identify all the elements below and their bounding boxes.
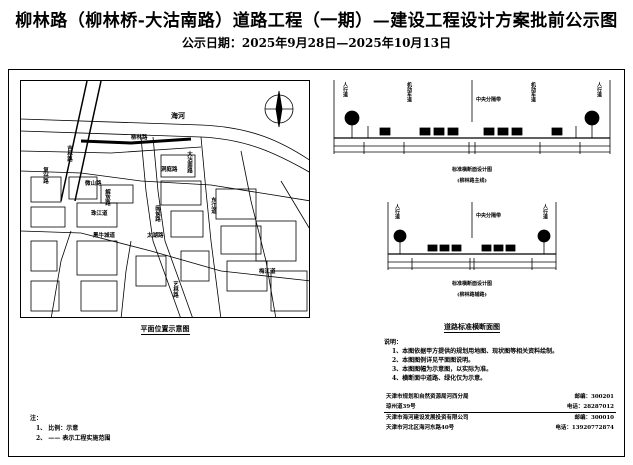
- legend-item: 2、 —— 表示工程实施范围: [36, 435, 111, 442]
- map-label-road-9: 闽侯路: [154, 205, 160, 222]
- contact-row: 天津市河北区海河东路40号 电话：13920772874: [384, 423, 616, 433]
- sec2-title: 标准横断面设计图: [451, 281, 492, 287]
- sec2-label-sidewalk-left: 人行道: [394, 204, 400, 219]
- map-label-road-8: 洞庭路: [161, 167, 178, 173]
- contact-code: 300201: [591, 394, 614, 400]
- sec1-label-median: 中央分隔带: [476, 97, 502, 103]
- contact-address: 天津市河北区海河东路40号: [386, 425, 455, 431]
- sec2-label-sidewalk-right: 人行道: [542, 204, 548, 219]
- page-title: 柳林路（柳林桥-大沽南路）道路工程（一期）—建设工程设计方案批前公示图: [15, 11, 618, 31]
- map-label-river: 海河: [171, 111, 185, 120]
- cross-section-main-drawing: [333, 80, 611, 154]
- cross-section-aux: 人行道 中央分隔带 人行道 标准横断面设计图 (柳林路辅路): [382, 198, 562, 308]
- legend-block: 注： 1、 比例：示意 2、 —— 表示工程实施范围: [30, 414, 330, 444]
- note-item: 1、本图依据甲方提供的规划用地图、现状图等相关资料绘制。: [392, 348, 559, 355]
- map-label-road-10: 东江道: [210, 197, 216, 214]
- sec1-label-sidewalk-right: 人行道: [596, 82, 602, 97]
- map-label-road-3: 大沽南路: [186, 151, 192, 173]
- map-label-road-13: 艺林路: [172, 281, 178, 298]
- sec1-label-sidewalk-left: 人行道: [342, 82, 348, 97]
- legend-item: 1、 比例：示意: [36, 425, 79, 432]
- location-map-drawing: [21, 81, 309, 317]
- contact-org: 天津市规划和自然资源局河西分局: [386, 394, 469, 400]
- contact-row: 天津市规划和自然资源局河西分局 邮编：300201: [384, 392, 616, 402]
- contact-table: 天津市规划和自然资源局河西分局 邮编：300201 琼州道39号 电话：2828…: [384, 392, 616, 433]
- section-caption-wrap: 道路标准横断面图: [382, 322, 562, 333]
- contact-row: 琼州道39号 电话：28287012: [384, 402, 616, 413]
- contact-code: 300010: [591, 415, 614, 421]
- map-caption: 平面位置示意图: [140, 324, 190, 335]
- contact-address: 琼州道39号: [386, 404, 416, 410]
- map-label-road-2: 复兴路: [42, 167, 48, 184]
- contact-tel-label: 电话：: [566, 404, 584, 410]
- location-map: 海河 柳林路 吉林路 复兴路 大沽南路 微山路 解放路 珠江道 黑牛城道 洞庭路…: [20, 80, 310, 318]
- section-caption: 道路标准横断面图: [444, 322, 500, 333]
- publicity-date: 公示日期：2025年9月28日—2025年10月13日: [181, 36, 452, 50]
- map-label-road-6: 珠江道: [91, 211, 108, 217]
- contact-tel: 28287012: [583, 404, 614, 410]
- sec1-subtitle: (柳林路主线): [457, 178, 487, 184]
- contact-code-label: 邮编：: [574, 394, 592, 400]
- cross-section-aux-drawing: [387, 202, 557, 270]
- sec2-subtitle: (柳林路辅路): [457, 292, 487, 298]
- map-label-road-5: 解放路: [104, 189, 110, 206]
- notes-block: 说明： 1、本图依据甲方提供的规划用地图、现状图等相关资料绘制。 2、本图图例详…: [384, 338, 620, 383]
- contact-tel-label: 电话：: [555, 425, 572, 431]
- cross-section-main: 人行道 机动车道 中央分隔带 机动车道 人行道 标准横断面设计图 (柳林路主线): [324, 76, 620, 196]
- notes-heading: 说明：: [384, 339, 403, 346]
- map-label-road-7: 黑牛城道: [93, 233, 116, 239]
- note-item: 2、本图图例详见平面图说明。: [392, 357, 475, 364]
- map-label-road-main: 柳林路: [131, 135, 148, 141]
- note-item: 3、本图图幅为示意图，以实际为准。: [392, 366, 493, 373]
- contact-tel: 13920772874: [571, 425, 614, 431]
- map-caption-wrap: 平面位置示意图: [20, 324, 310, 335]
- sec1-label-motor-right: 机动车道: [530, 82, 536, 102]
- contact-row: 天津市海河建设发展投资有限公司 邮编：300010: [384, 412, 616, 423]
- contact-org: 天津市海河建设发展投资有限公司: [384, 412, 519, 423]
- map-label-road-4: 微山路: [85, 181, 102, 187]
- map-label-road-1: 吉林路: [66, 145, 72, 162]
- legend-heading: 注：: [30, 415, 43, 422]
- sec1-title: 标准横断面设计图: [451, 167, 492, 173]
- drawing-frame: [8, 69, 625, 457]
- sec2-label-median: 中央分隔带: [476, 213, 502, 219]
- note-item: 4、横断面中道路、绿化仅为示意。: [392, 375, 487, 382]
- contact-code-label: 邮编：: [574, 415, 592, 421]
- sec1-label-motor-left: 机动车道: [406, 82, 412, 102]
- map-label-road-11: 梅江道: [259, 269, 276, 275]
- map-label-road-12: 太湖路: [147, 233, 164, 239]
